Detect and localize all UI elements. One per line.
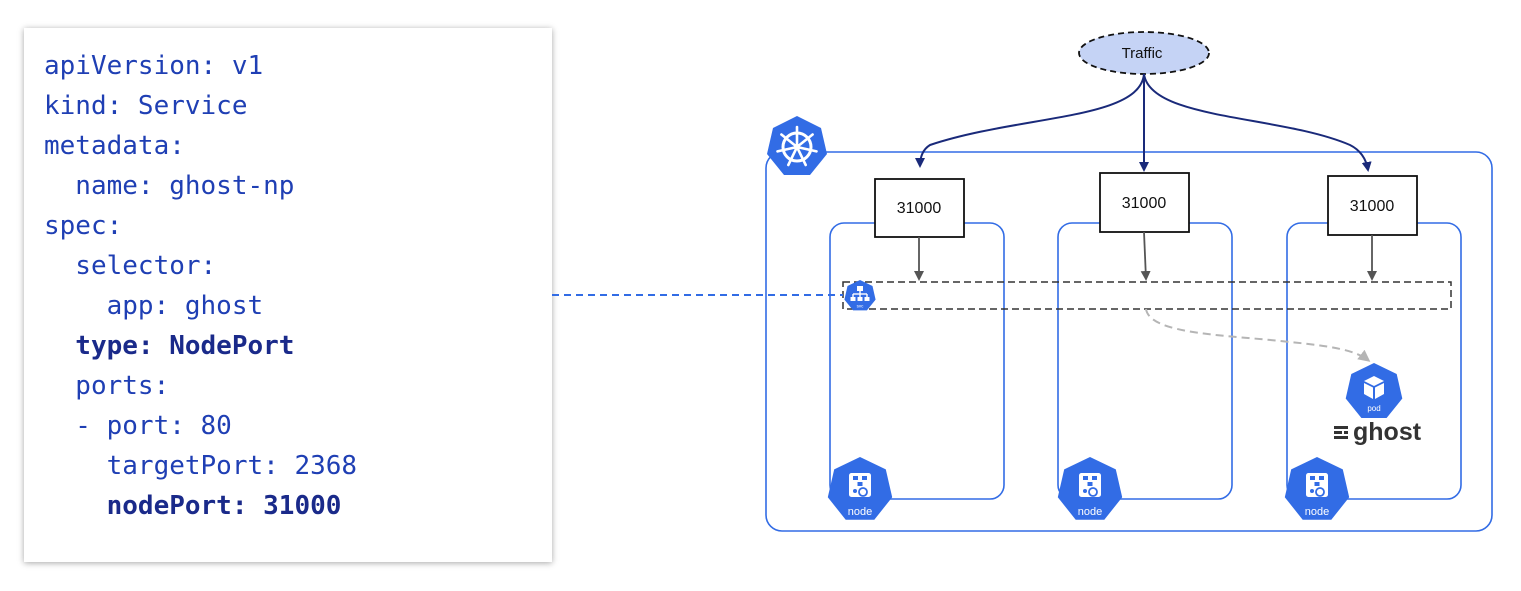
svc-label: svc <box>857 304 865 309</box>
pod-icon: pod <box>1345 363 1403 418</box>
yaml-line: kind: Service <box>44 91 248 121</box>
nodeport-box-1 <box>874 178 965 238</box>
yaml-line: spec: <box>44 211 123 241</box>
node-box-1 <box>829 222 1005 500</box>
node-icon-2: node <box>1057 457 1123 520</box>
yaml-line: metadata: <box>44 131 185 161</box>
yaml-line-nodeport: nodePort: 31000 <box>44 491 342 521</box>
yaml-line: targetPort: 2368 <box>44 451 358 481</box>
service-to-pod-arrow <box>1145 308 1371 362</box>
kubernetes-logo-icon <box>767 116 827 175</box>
traffic-label: Traffic <box>1122 45 1163 62</box>
traffic-arrow-left <box>915 73 1145 168</box>
nodeport-label-3: 31000 <box>1350 198 1395 215</box>
node-icon-3: node <box>1284 457 1350 520</box>
node-label-2: node <box>1078 506 1102 518</box>
service-icon: svc <box>844 280 876 311</box>
yaml-line: ports: <box>44 371 170 401</box>
yaml-code: apiVersion: v1 kind: Service metadata: nam… <box>44 46 357 526</box>
nodeport-box-3 <box>1327 175 1418 236</box>
node-label-1: node <box>848 506 872 518</box>
yaml-card: apiVersion: v1 kind: Service metadata: nam… <box>24 28 552 562</box>
yaml-line: apiVersion: v1 <box>44 51 264 81</box>
yaml-line-type: type: NodePort <box>44 331 295 361</box>
traffic-arrow-right <box>1143 73 1372 172</box>
nodeport-label-1: 31000 <box>897 200 942 217</box>
yaml-line: app: ghost <box>44 291 264 321</box>
nodeport-label-2: 31000 <box>1122 195 1167 212</box>
ghost-label: ghost <box>1353 418 1422 446</box>
yaml-line: selector: <box>44 251 217 281</box>
yaml-line: name: ghost-np <box>44 171 295 201</box>
pod-label: pod <box>1367 404 1380 413</box>
node-icon-1: node <box>827 457 893 520</box>
ghost-logo: ghost <box>1334 418 1422 446</box>
service-band <box>842 281 1452 310</box>
node-label-3: node <box>1305 506 1329 518</box>
yaml-line: - port: 80 <box>44 411 232 441</box>
node-box-3 <box>1286 222 1462 500</box>
nodeport-box-2 <box>1099 172 1190 233</box>
cluster-boundary <box>765 151 1493 532</box>
nodeport-arrow-2 <box>1140 231 1151 281</box>
